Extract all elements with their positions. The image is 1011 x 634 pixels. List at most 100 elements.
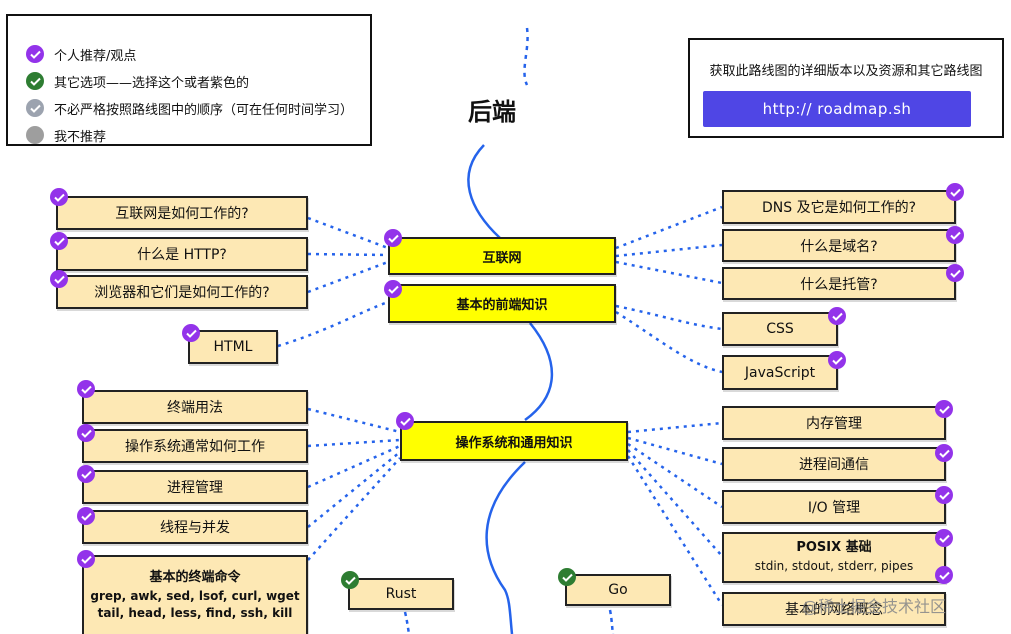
- node-how-os-works[interactable]: 操作系统通常如何工作: [82, 429, 308, 463]
- check-icon: [26, 45, 44, 63]
- recommended-check-icon: [946, 183, 964, 201]
- node-label: 终端用法: [167, 400, 223, 416]
- dotted-link: [627, 421, 723, 434]
- recommended-check-icon: [50, 188, 68, 206]
- alternative-check-icon: [341, 571, 359, 589]
- node-label: 进程管理: [167, 480, 223, 496]
- node-label: CSS: [766, 321, 794, 337]
- recommended-check-icon: [77, 507, 95, 525]
- node-label: Rust: [385, 586, 417, 602]
- node-css[interactable]: CSS: [722, 312, 838, 346]
- legend-label: 不必严格按照路线图中的顺序（可在任何时间学习）: [54, 102, 354, 118]
- node-label: 操作系统通常如何工作: [125, 439, 265, 455]
- legend-label: 我不推荐: [54, 129, 107, 145]
- dotted-link: [307, 451, 401, 528]
- spine-line: [485, 461, 526, 634]
- dotted-link: [307, 444, 401, 489]
- dotted-link: [307, 216, 389, 250]
- recommended-check-icon: [384, 229, 402, 247]
- node-domain-name[interactable]: 什么是域名?: [722, 229, 956, 262]
- roadmap-link-button[interactable]: http:// roadmap.sh: [703, 91, 971, 127]
- node-label: I/O 管理: [807, 500, 861, 516]
- node-how-internet-works[interactable]: 互联网是如何工作的?: [56, 196, 308, 230]
- recommended-check-icon: [946, 226, 964, 244]
- node-label: 基本的终端命令: [149, 569, 241, 585]
- circle-icon: [26, 126, 44, 144]
- node-label: 互联网是如何工作的?: [115, 206, 249, 222]
- node-label: 互联网: [482, 250, 522, 266]
- dotted-link: [615, 205, 723, 250]
- node-dns[interactable]: DNS 及它是如何工作的?: [722, 190, 956, 224]
- spine-line: [608, 609, 615, 634]
- node-rust[interactable]: Rust: [348, 578, 454, 610]
- node-internet[interactable]: 互联网: [388, 237, 616, 275]
- node-label: 浏览器和它们是如何工作的?: [94, 285, 270, 301]
- dotted-link: [615, 260, 723, 285]
- recommended-check-icon: [935, 486, 953, 504]
- node-io-management[interactable]: I/O 管理: [722, 490, 946, 524]
- dotted-link: [615, 310, 723, 374]
- recommended-check-icon: [396, 412, 414, 430]
- node-label: 什么是 HTTP?: [137, 247, 227, 263]
- node-memory-management[interactable]: 内存管理: [722, 406, 946, 440]
- node-hosting[interactable]: 什么是托管?: [722, 267, 956, 300]
- recommended-check-icon: [384, 280, 402, 298]
- legend-item-alternative: 其它选项——选择这个或者紫色的: [26, 71, 249, 91]
- node-os-general[interactable]: 操作系统和通用知识: [400, 421, 628, 461]
- legend-box: 个人推荐/观点 其它选项——选择这个或者紫色的 不必严格按照路线图中的顺序（可在…: [6, 14, 372, 146]
- dotted-link: [307, 260, 389, 294]
- node-networking-concepts[interactable]: 基本的网络概念: [722, 592, 946, 626]
- promo-box: 获取此路线图的详细版本以及资源和其它路线图 http:// roadmap.sh: [688, 38, 1004, 138]
- recommended-check-icon: [77, 380, 95, 398]
- node-terminal-usage[interactable]: 终端用法: [82, 390, 308, 424]
- spine-line: [524, 322, 554, 422]
- node-terminal-commands[interactable]: 基本的终端命令 grep, awk, sed, lsof, curl, wget…: [82, 555, 308, 634]
- spine-line: [467, 144, 501, 239]
- node-label: 操作系统和通用知识: [455, 435, 573, 451]
- node-label: 进程间通信: [799, 457, 869, 473]
- node-label: JavaScript: [744, 364, 816, 381]
- node-label: 什么是域名?: [800, 238, 878, 255]
- recommended-check-icon: [50, 270, 68, 288]
- dotted-link: [627, 436, 723, 466]
- recommended-check-icon: [828, 307, 846, 325]
- node-label: DNS 及它是如何工作的?: [761, 200, 917, 216]
- node-sublabel: stdin, stdout, stderr, pipes: [754, 559, 914, 574]
- node-label: HTML: [213, 339, 253, 355]
- node-ipc[interactable]: 进程间通信: [722, 447, 946, 481]
- node-posix-basics[interactable]: POSIX 基础 stdin, stdout, stderr, pipes: [722, 532, 946, 583]
- node-go[interactable]: Go: [565, 574, 671, 606]
- node-what-is-http[interactable]: 什么是 HTTP?: [56, 237, 308, 271]
- node-label: 基本的网络概念: [785, 602, 883, 618]
- node-process-management[interactable]: 进程管理: [82, 470, 308, 504]
- dotted-link: [307, 252, 389, 257]
- node-label: 线程与并发: [160, 520, 230, 536]
- recommended-check-icon: [77, 550, 95, 568]
- node-html[interactable]: HTML: [188, 330, 278, 364]
- node-label: 基本的前端知识: [456, 298, 548, 313]
- check-icon: [26, 99, 44, 117]
- node-frontend-basics[interactable]: 基本的前端知识: [388, 284, 616, 323]
- recommended-check-icon: [935, 400, 953, 418]
- node-label: Go: [608, 582, 628, 598]
- recommended-check-icon: [77, 424, 95, 442]
- node-threads-concurrency[interactable]: 线程与并发: [82, 510, 308, 544]
- recommended-check-icon: [946, 264, 964, 282]
- alternative-check-icon: [558, 568, 576, 586]
- page-title: 后端: [468, 98, 516, 126]
- node-label: POSIX 基础: [796, 540, 872, 556]
- legend-item-optional-order: 不必严格按照路线图中的顺序（可在任何时间学习）: [26, 98, 353, 118]
- recommended-check-icon: [77, 465, 95, 483]
- node-browsers[interactable]: 浏览器和它们是如何工作的?: [56, 275, 308, 309]
- watermark: @稀土掘金技术社区: [802, 597, 947, 616]
- recommended-check-icon: [182, 324, 200, 342]
- node-javascript[interactable]: JavaScript: [722, 355, 838, 390]
- promo-text: 获取此路线图的详细版本以及资源和其它路线图: [709, 64, 983, 79]
- dotted-link: [627, 449, 723, 557]
- recommended-check-icon: [828, 351, 846, 369]
- dotted-link: [615, 243, 723, 258]
- node-label: 内存管理: [806, 416, 862, 432]
- dotted-link: [626, 455, 724, 606]
- recommended-check-icon: [50, 232, 68, 250]
